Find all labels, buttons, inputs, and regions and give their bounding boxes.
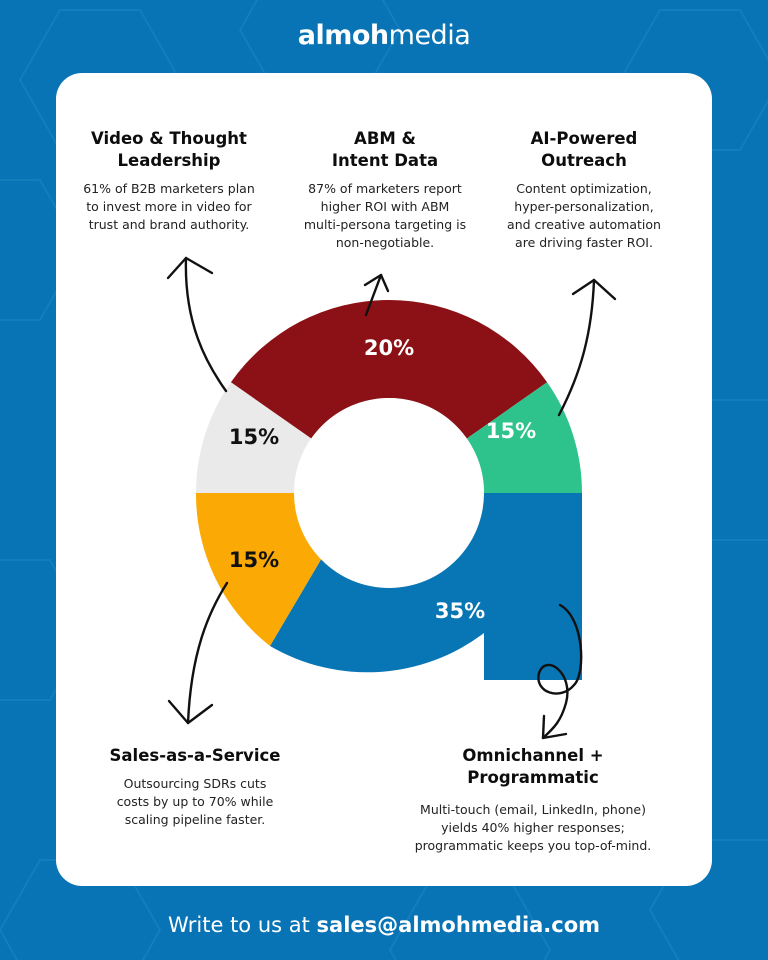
- label-abm: 20%: [363, 336, 415, 360]
- section-abm-desc: 87% of marketers report higher ROI with …: [303, 181, 467, 250]
- arrow-ai: [557, 278, 596, 417]
- section-ai-desc: Content optimization, hyper-personalizat…: [507, 181, 661, 250]
- arrow-video-head: [166, 256, 214, 280]
- section-sales-desc: Outsourcing SDRs cuts costs by up to 70%…: [116, 776, 274, 827]
- brand-logo-light: media: [388, 20, 471, 51]
- section-video-desc: 61% of B2B marketers plan to invest more…: [83, 181, 255, 232]
- section-ai: AI-Powered Outreach Content optimization…: [484, 128, 684, 252]
- arrow-omni: [537, 603, 583, 740]
- slice-abm: [230, 299, 548, 439]
- label-omni: 35%: [434, 599, 486, 623]
- arrow-abm-head: [363, 273, 390, 293]
- section-abm: ABM & Intent Data 87% of marketers repor…: [270, 128, 500, 252]
- donut-chart: [166, 256, 617, 740]
- section-abm-title: ABM & Intent Data: [331, 129, 439, 170]
- brand-logo-bold: almoh: [297, 20, 389, 51]
- label-sales: 15%: [228, 548, 280, 572]
- section-omni-desc: Multi-touch (email, LinkedIn, phone) yie…: [414, 802, 652, 853]
- footer-contact: Write to us at sales@almohmedia.com: [0, 913, 768, 937]
- arrow-video: [184, 256, 228, 393]
- arrow-ai-head: [571, 278, 617, 301]
- label-ai: 15%: [485, 419, 537, 443]
- section-omni-title: Omnichannel + Programmatic: [462, 746, 604, 787]
- footer-prefix: Write to us at: [167, 913, 317, 937]
- arrow-abm: [364, 273, 383, 317]
- section-sales: Sales-as-a-Service Outsourcing SDRs cuts…: [80, 745, 310, 829]
- arrow-sales-head: [167, 699, 214, 725]
- section-video-title: Video & Thought Leadership: [91, 129, 247, 170]
- section-sales-title: Sales-as-a-Service: [109, 746, 281, 765]
- slice-sales: [195, 493, 326, 646]
- arrow-omni-head: [541, 714, 568, 740]
- slice-video: [196, 382, 312, 493]
- footer-email-link[interactable]: sales@almohmedia.com: [316, 913, 601, 937]
- section-video: Video & Thought Leadership 61% of B2B ma…: [56, 128, 282, 234]
- brand-logo: almohmedia: [0, 20, 768, 51]
- slice-ai: [466, 382, 582, 493]
- section-ai-title: AI-Powered Outreach: [530, 129, 638, 170]
- slice-omni: [270, 493, 582, 680]
- label-video: 15%: [228, 425, 280, 449]
- infographic-card: 20% 15% 35% 15% 15% Video & Thought Lead…: [56, 73, 712, 886]
- arrow-sales: [186, 581, 229, 725]
- section-omni: Omnichannel + Programmatic Multi-touch (…: [378, 745, 688, 855]
